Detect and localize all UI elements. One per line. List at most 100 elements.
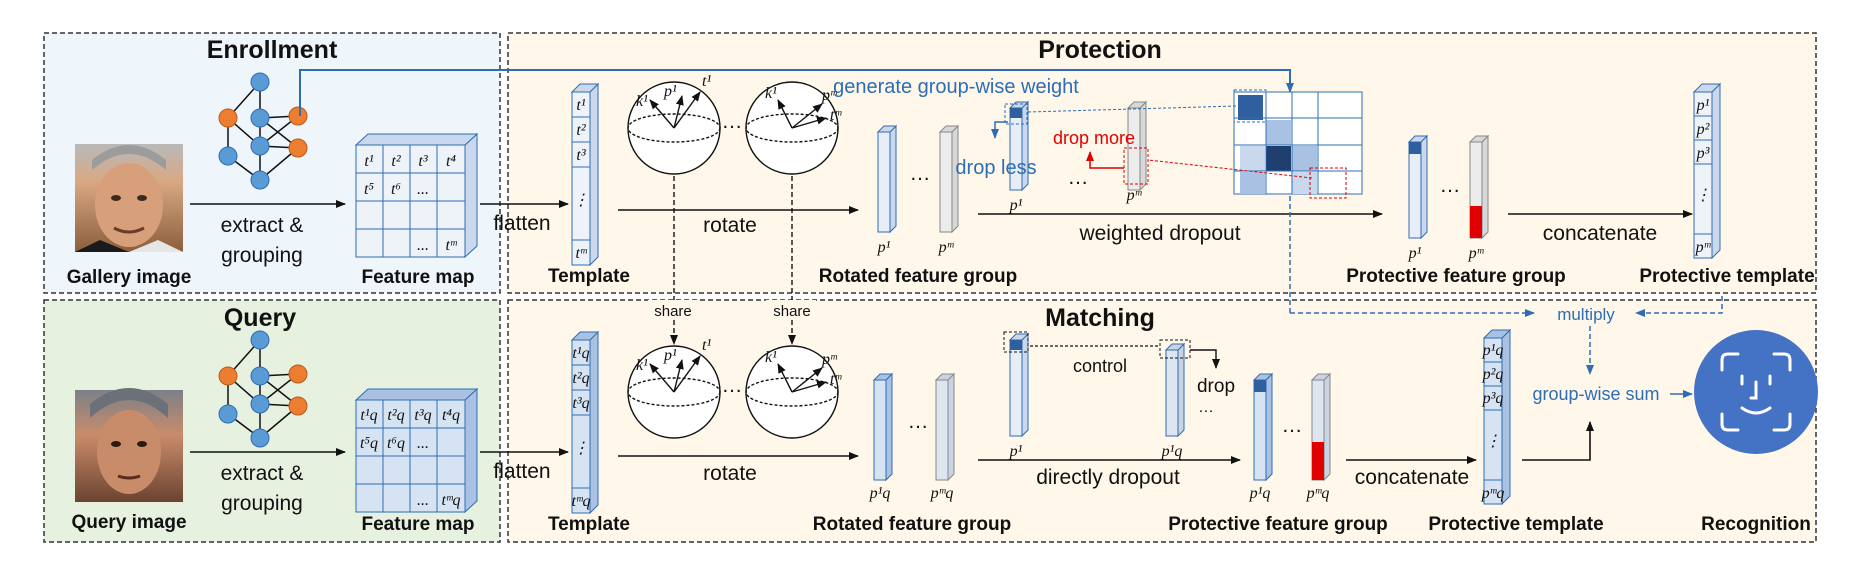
rotated-bar-1 <box>876 124 898 234</box>
ptplq-cell-2: p²q <box>1482 366 1504 383</box>
prot-label-m: pᵐ <box>1468 245 1485 262</box>
protection-title: Protection <box>1038 36 1162 64</box>
fm-cell-6: t⁶ <box>391 181 401 198</box>
rotation-sphere-q2 <box>745 345 839 439</box>
rotated-caption-query: Rotated feature group <box>813 514 1011 535</box>
weight-matrix <box>1233 89 1363 199</box>
protective-template-column-query <box>1482 328 1512 506</box>
weighted-dropout-label: weighted dropout <box>1078 222 1240 245</box>
extract-label-1: extract & <box>221 214 304 237</box>
drop-more-label: drop more <box>1053 128 1135 148</box>
gallery-face-image <box>75 144 183 252</box>
tpl-cell-3: t³ <box>576 147 585 164</box>
fmq-cell-5: t⁵q <box>360 435 378 452</box>
rotq-label-1: p¹q <box>869 485 891 502</box>
fmq-cell-2: t²q <box>387 407 404 424</box>
enrollment-title: Enrollment <box>207 36 338 64</box>
fmq-cell-3: t³q <box>414 407 431 424</box>
protq-label-1: p¹q <box>1249 485 1271 502</box>
tplq-cell-2: t²q <box>572 370 589 387</box>
flatten-label-query: flatten <box>493 460 550 483</box>
recognition-caption: Recognition <box>1701 514 1811 535</box>
template-to-sum-arrow <box>1522 421 1594 461</box>
rotation-sphere-q1 <box>627 345 721 439</box>
fmq-cell-7: ... <box>417 435 429 452</box>
sphere2-p: pᵐ <box>821 87 838 104</box>
fmq-cell-4: t⁴q <box>442 407 460 424</box>
ptpl-cell-5: pᵐ <box>1695 239 1712 256</box>
weight-to-more-link <box>1147 159 1313 179</box>
protective-template-caption: Protective template <box>1639 266 1814 287</box>
rotation-sphere-1 <box>627 81 721 175</box>
feature-map-caption-query: Feature map <box>362 514 475 535</box>
sphere1-t: t¹ <box>702 73 711 90</box>
network-icon <box>218 72 308 190</box>
prot-label-1: p¹ <box>1408 245 1422 262</box>
protective-ellipsis: … <box>1440 174 1461 197</box>
ptpl-cell-1: p¹ <box>1696 97 1710 114</box>
generate-weight-label: generate group-wise weight <box>833 76 1079 98</box>
protq-label-m: pᵐq <box>1306 485 1330 502</box>
template-caption: Template <box>548 266 630 287</box>
ptplq-cell-3: p³q <box>1482 390 1504 407</box>
rot-label-1: p¹ <box>877 239 891 256</box>
query-title: Query <box>224 304 296 332</box>
rotated-bar-m <box>938 124 960 234</box>
group-wise-sum-label: group-wise sum <box>1532 384 1659 404</box>
control-bar-1 <box>1003 331 1030 438</box>
protective-group-caption: Protective feature group <box>1346 266 1566 287</box>
tplq-cell-4: ⋮ <box>573 440 589 457</box>
sphere2-t: tᵐ <box>830 107 842 124</box>
fmq-cell-6: t⁶q <box>387 435 405 452</box>
extract-label-2: grouping <box>221 244 303 267</box>
fm-cell-5: t⁵ <box>364 181 374 198</box>
rotated-bar-qm <box>934 372 956 482</box>
drop-ellipsis: … <box>1068 166 1089 189</box>
protective-template-column <box>1692 82 1722 260</box>
share-label-1: share <box>654 303 692 320</box>
protective-ellipsis-query: … <box>1282 414 1303 437</box>
sphere1-k: k¹ <box>636 93 648 110</box>
tpl-cell-5: tᵐ <box>575 245 587 262</box>
ptpl-cell-4: ⋮ <box>1695 187 1711 204</box>
share-label-2: share <box>773 303 811 320</box>
ctrl-label-q1: p¹q <box>1161 443 1183 460</box>
matching-title: Matching <box>1045 304 1155 332</box>
drop-bar-1 <box>1004 100 1030 192</box>
rotated-caption: Rotated feature group <box>819 266 1017 287</box>
drop-less-arrow <box>991 121 1008 139</box>
protective-group-caption-query: Protective feature group <box>1168 514 1388 535</box>
rotated-ellipsis: … <box>910 162 931 185</box>
tplq-cell-3: t³q <box>572 395 589 412</box>
protective-template-caption-query: Protective template <box>1428 514 1603 535</box>
tpl-cell-2: t² <box>576 122 586 139</box>
sphereq1-t: t¹ <box>702 337 711 354</box>
feature-map-grid <box>354 132 479 259</box>
tpl-cell-1: t¹ <box>576 97 585 114</box>
template-column <box>570 82 600 267</box>
rotate-label-query: rotate <box>703 462 757 485</box>
rot-label-m: pᵐ <box>938 239 955 256</box>
fm-cell-4: t⁴ <box>446 153 456 170</box>
control-label: control <box>1073 356 1127 376</box>
ctrl-label-1: p¹ <box>1009 443 1023 460</box>
sphereq1-k: k¹ <box>636 357 648 374</box>
fm-cell-9: tᵐ <box>445 237 457 254</box>
fmq-cell-8: ... <box>417 492 429 509</box>
drop-arrow <box>1190 349 1220 369</box>
fm-cell-1: t¹ <box>364 153 373 170</box>
query-caption: Query image <box>71 512 186 533</box>
query-face-image <box>75 388 183 502</box>
feature-map-grid-query <box>354 387 479 514</box>
sphereq1-p: p¹ <box>663 347 677 364</box>
directly-dropout-label: directly dropout <box>1036 466 1180 489</box>
tplq-cell-5: tᵐq <box>571 493 590 510</box>
network-icon-query <box>218 330 308 448</box>
protective-bar-qm <box>1310 372 1332 482</box>
multiply-label: multiply <box>1557 305 1615 324</box>
rotate-label: rotate <box>703 214 757 237</box>
feature-map-caption: Feature map <box>362 267 475 288</box>
sphereq2-p: pᵐ <box>821 351 838 368</box>
sphereq2-k: k¹ <box>765 349 777 366</box>
rotation-sphere-2 <box>745 81 839 175</box>
